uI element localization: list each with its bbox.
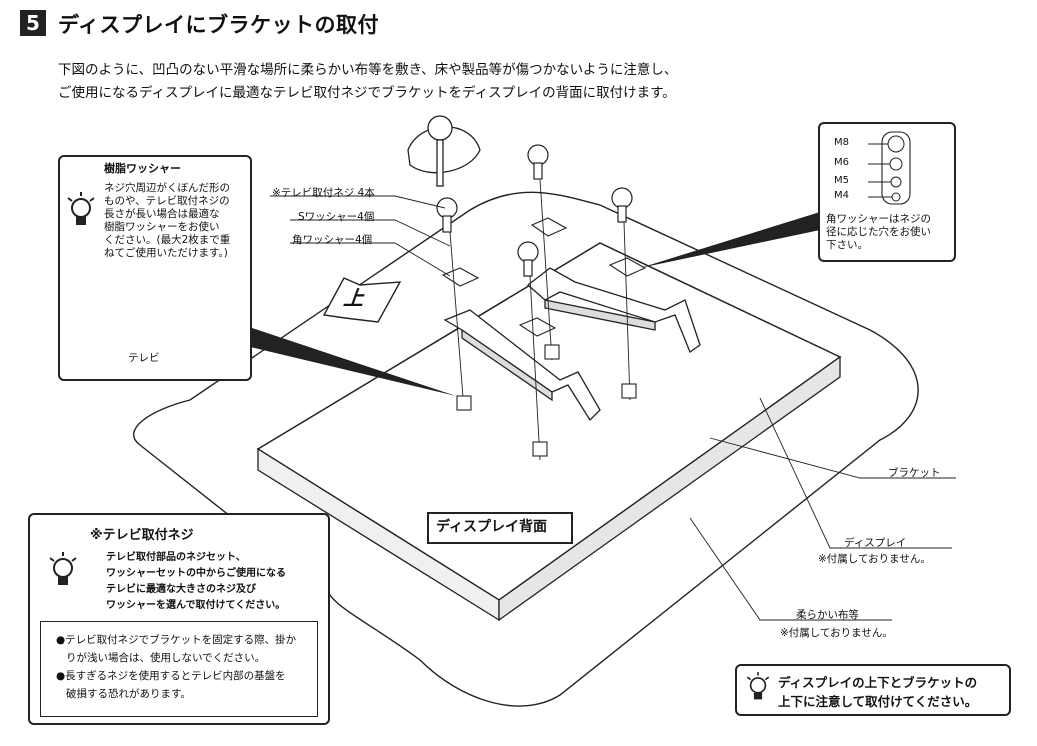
step-number-badge: 5: [20, 10, 46, 36]
callout-display: ディスプレイ: [844, 537, 907, 549]
resin-line-1: ネジ穴周辺がくぼんだ形の: [104, 182, 230, 194]
resin-washer-title: 樹脂ワッシャー: [104, 162, 181, 175]
tip-lightbulb-icon-2: [49, 552, 77, 585]
intro-line-2: ご使用になるディスプレイに最適なテレビ取付ネジでブラケットをディスプレイの背面に…: [58, 85, 676, 101]
callout-bracket: ブラケット: [888, 467, 941, 479]
callout-cloth-note: ※付属しておりません。: [780, 627, 893, 639]
resin-callout-wedge: [246, 326, 456, 396]
resin-line-4: 樹脂ワッシャーをお使い: [104, 221, 220, 233]
display-panel-side2: [498, 355, 841, 622]
size-m5: M5: [834, 175, 849, 186]
washer-note-1: 角ワッシャーはネジの: [826, 213, 931, 225]
direction-arrow: [322, 277, 402, 323]
resin-line-2: ものや、テレビ取付ネジの: [104, 195, 230, 207]
tv-screw-caution-box: [40, 621, 318, 717]
resin-line-6: ねてご使用いただけます。): [104, 247, 228, 259]
display-back-label-box: [427, 512, 573, 544]
resin-tv-label: テレビ: [128, 352, 160, 364]
tv-screw-title: ※テレビ取付ネジ: [90, 528, 194, 543]
resin-line-3: 長さが長い場合は最適な: [104, 208, 220, 220]
page-title: ディスプレイにブラケットの取付: [58, 13, 380, 37]
label-tv-screw: ※テレビ取付ネジ 4本: [272, 187, 375, 199]
square-washers: [441, 217, 647, 337]
washer-note-3: 下さい。: [826, 239, 868, 251]
label-square-washer: 角ワッシャー4個: [292, 234, 373, 246]
caution-line-2: りが浅い場合は、使用しないでください。: [66, 652, 266, 664]
assembly-lines: [449, 179, 631, 461]
label-s-washer: Sワッシャー4個: [298, 211, 375, 223]
display-back-label: ディスプレイ背面: [436, 519, 548, 535]
tv-screw-line-1: テレビ取付部品のネジセット、: [106, 552, 246, 563]
caution-line-4: 破損する恐れがあります。: [66, 688, 191, 700]
intro-line-1: 下図のように、凹凸のない平滑な場所に柔らかい布等を敷き、床や製品等が傷つかないよ…: [58, 62, 678, 78]
bottom-nuts: [456, 344, 637, 457]
washer-callout-wedge: [640, 212, 820, 268]
tv-screw-line-2: ワッシャーセットの中からご使用になる: [106, 568, 286, 579]
screwdriver-illustration: [407, 115, 481, 187]
size-m4: M4: [834, 190, 849, 201]
washer-note-2: 径に応じた穴をお使い: [826, 226, 931, 238]
orientation-note-box: [735, 664, 1011, 716]
tv-screw-line-4: ワッシャーを選んで取付けてください。: [106, 600, 286, 611]
orientation-note-line-2: 上下に注意して取付けてください。: [778, 694, 978, 709]
cloth-outline: [133, 191, 919, 707]
tip-lightbulb-icon-3: [746, 672, 770, 700]
orientation-note-line-1: ディスプレイの上下とブラケットの: [778, 675, 978, 690]
resin-line-5: ください。(最大2枚まで重: [104, 234, 231, 246]
callout-cloth: 柔らかい布等: [796, 609, 859, 621]
caution-line-1: ●テレビ取付ネジでブラケットを固定する際、掛か: [56, 634, 297, 646]
callout-display-note: ※付属しておりません。: [818, 553, 931, 565]
resin-washer-box: [58, 155, 252, 381]
size-m8: M8: [834, 137, 849, 148]
leader-lines: [270, 195, 956, 621]
size-m6: M6: [834, 157, 849, 168]
bracket-left: [443, 309, 601, 422]
tip-lightbulb-icon: [67, 192, 95, 225]
caution-line-3: ●長すぎるネジを使用するとテレビ内部の基盤を: [56, 670, 286, 682]
screws: [436, 144, 633, 277]
tv-screw-line-3: テレビに最適な大きさのネジ及び: [106, 584, 256, 595]
